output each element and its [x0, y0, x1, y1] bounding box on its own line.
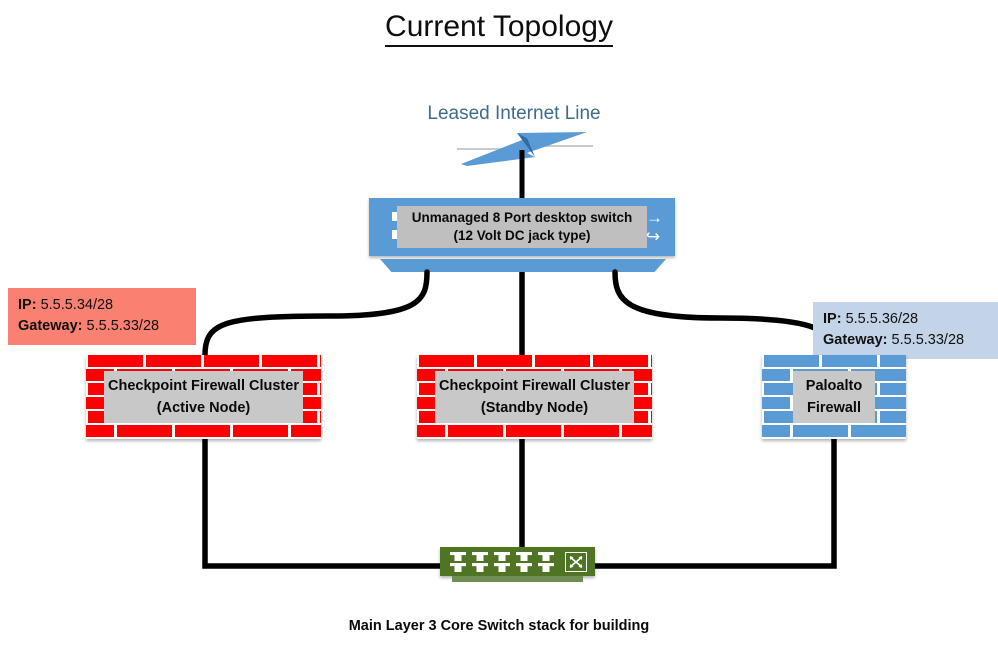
- brick: [879, 355, 906, 367]
- core-switch-node: [440, 547, 595, 576]
- firewall-line-2: Firewall: [807, 400, 861, 416]
- brick-row: [762, 355, 906, 369]
- brick: [821, 355, 877, 367]
- firewall-line-1: Checkpoint Firewall Cluster: [108, 378, 299, 394]
- brick: [850, 425, 906, 437]
- core-switch-base: [452, 576, 583, 582]
- brick: [762, 369, 790, 381]
- page-title: Current Topology: [0, 10, 998, 47]
- brick: [650, 411, 652, 423]
- info-gateway-label: Gateway:: [823, 332, 888, 348]
- core-switch-ports: [450, 552, 554, 572]
- leased-internet-line-label: Leased Internet Line: [427, 103, 601, 124]
- info-ip-label: IP:: [18, 297, 37, 313]
- core-switch-port-icon: [494, 563, 510, 572]
- firewall-paloalto: Paloalto Firewall: [762, 355, 906, 439]
- info-ip-row: IP: 5.5.5.34/28: [18, 295, 186, 316]
- core-switch-port-icon: [450, 563, 466, 572]
- brick: [879, 383, 906, 395]
- brick: [792, 425, 848, 437]
- core-switch-port-icon: [538, 552, 554, 561]
- brick: [762, 397, 790, 409]
- brick-row: [762, 425, 906, 439]
- brick: [650, 355, 652, 367]
- brick: [505, 425, 561, 437]
- unmanaged-switch-base: [380, 259, 666, 272]
- firewall-label: Checkpoint Firewall Cluster (Active Node…: [104, 371, 303, 423]
- firewall-line-1: Checkpoint Firewall Cluster: [439, 378, 630, 394]
- firewall-label: Paloalto Firewall: [793, 371, 875, 423]
- brick: [116, 425, 172, 437]
- core-switch-caption: Main Layer 3 Core Switch stack for build…: [348, 618, 650, 634]
- brick: [174, 425, 230, 437]
- switch-arrow-icon-2: ↪: [646, 227, 661, 246]
- brick: [319, 355, 321, 367]
- core-switch-port-icon: [472, 563, 488, 572]
- brick: [592, 355, 648, 367]
- unmanaged-switch-line-2: (12 Volt DC jack type): [453, 228, 591, 243]
- info-gateway-value: 5.5.5.33/28: [891, 332, 965, 348]
- firewall-line-2: (Standby Node): [480, 400, 589, 416]
- brick: [476, 355, 532, 367]
- unmanaged-switch-label: Unmanaged 8 Port desktop switch (12 Volt…: [397, 206, 647, 248]
- unmanaged-switch-node: Unmanaged 8 Port desktop switch (12 Volt…: [369, 198, 675, 256]
- firewall-line-2: (Active Node): [156, 400, 251, 416]
- brick: [447, 425, 503, 437]
- crossed-arrows-icon: [565, 552, 587, 572]
- brick: [87, 355, 143, 367]
- firewall-checkpoint-standby: Checkpoint Firewall Cluster (Standby Nod…: [417, 355, 652, 439]
- firewall-checkpoint-active: Checkpoint Firewall Cluster (Active Node…: [86, 355, 321, 439]
- brick: [86, 425, 114, 437]
- brick: [290, 425, 321, 437]
- brick: [418, 355, 474, 367]
- brick: [534, 355, 590, 367]
- switch-arrow-icon-1: →: [646, 208, 663, 227]
- core-switch-port-icon: [472, 552, 488, 561]
- info-gateway-row: Gateway: 5.5.5.33/28: [18, 316, 186, 337]
- info-box-paloalto: IP: 5.5.5.36/28 Gateway: 5.5.5.33/28: [813, 302, 998, 359]
- brick: [762, 425, 790, 437]
- brick-row: [417, 355, 652, 369]
- brick: [232, 425, 288, 437]
- page-title-text: Current Topology: [385, 10, 613, 47]
- info-gateway-value: 5.5.5.33/28: [86, 318, 160, 334]
- info-ip-value: 5.5.5.36/28: [845, 311, 919, 327]
- core-switch-port-icon: [516, 552, 532, 561]
- info-gateway-label: Gateway:: [18, 318, 83, 334]
- core-switch-port-icon: [538, 563, 554, 572]
- core-switch-port-icon: [494, 552, 510, 561]
- info-gateway-row: Gateway: 5.5.5.33/28: [823, 330, 991, 351]
- brick: [621, 425, 652, 437]
- brick: [145, 355, 201, 367]
- brick: [319, 383, 321, 395]
- brick: [879, 411, 906, 423]
- brick: [763, 355, 819, 367]
- core-switch-port-icon: [450, 552, 466, 561]
- brick: [650, 383, 652, 395]
- brick: [417, 425, 445, 437]
- brick: [261, 355, 317, 367]
- brick-row: [86, 425, 321, 439]
- info-ip-value: 5.5.5.34/28: [40, 297, 114, 313]
- core-switch-port-icon: [516, 563, 532, 572]
- info-ip-label: IP:: [823, 311, 842, 327]
- firewall-label: Checkpoint Firewall Cluster (Standby Nod…: [435, 371, 634, 423]
- brick: [319, 411, 321, 423]
- info-ip-row: IP: 5.5.5.36/28: [823, 309, 991, 330]
- info-box-checkpoint-active: IP: 5.5.5.34/28 Gateway: 5.5.5.33/28: [8, 288, 196, 345]
- brick-row: [417, 425, 652, 439]
- firewall-line-1: Paloalto: [805, 378, 863, 394]
- brick: [203, 355, 259, 367]
- unmanaged-switch-line-1: Unmanaged 8 Port desktop switch: [411, 210, 633, 225]
- lightning-bolt-icon: [455, 130, 595, 170]
- brick-row: [86, 355, 321, 369]
- brick: [563, 425, 619, 437]
